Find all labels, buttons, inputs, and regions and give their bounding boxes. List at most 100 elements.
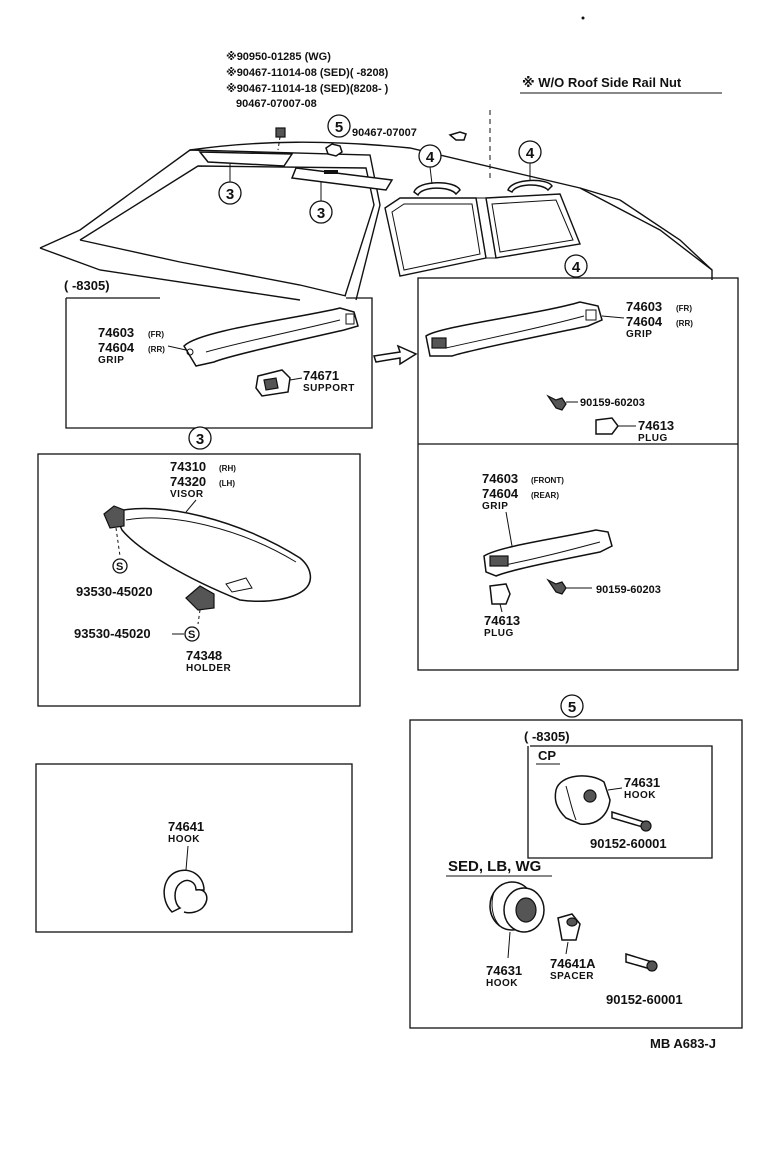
cp-label: CP: [538, 748, 556, 763]
side-window-front-inner: [391, 203, 481, 271]
cp-hook-leader: [607, 787, 623, 791]
grip-alt-front-pn: 74603: [482, 471, 518, 486]
panel-grip-late: 74603 (FR) 74604 (RR) GRIP 90159-60203 7…: [417, 277, 739, 671]
callout-3b: 3: [309, 182, 333, 224]
visor-leader: [185, 499, 197, 513]
grip-late-frame: [417, 277, 739, 671]
visor-rh-pn: 74310: [170, 459, 206, 474]
grip-late-plug-pn: 74613: [638, 418, 674, 433]
roof-clip-leader: [277, 136, 281, 151]
panel-grip-early: ( -8305) 74603 (FR) 74604 (RR) GRIP 7467…: [64, 278, 373, 429]
grip-alt-rear-sub: (REAR): [531, 491, 559, 500]
note-line-3: ※90467-11014-18 (SED)(8208- ): [226, 83, 389, 95]
roof-grip-rear: [507, 179, 553, 194]
callout-3a-text: 3: [226, 186, 234, 203]
hook-single-part: [163, 869, 208, 914]
cp-hook-part: [554, 775, 611, 825]
hood-line: [39, 247, 301, 301]
callout-4a: 4: [418, 144, 442, 185]
holder-label: HOLDER: [186, 663, 232, 674]
hook-single-leader: [185, 845, 189, 871]
callout-3b-text: 3: [317, 205, 325, 222]
support-leader: [289, 377, 303, 381]
hook-single-frame: [35, 763, 353, 933]
visor-strip-left: [198, 151, 294, 167]
visor-frame: [37, 453, 361, 707]
holder-pn: 74348: [186, 648, 222, 663]
sed-hook-leader: [507, 931, 511, 959]
note-line-2: ※90467-11014-08 (SED)( -8208): [226, 67, 389, 79]
callout-4b-text: 4: [526, 145, 535, 162]
hook-set-date-range: ( -8305): [524, 729, 570, 744]
visor-rh-sub: (RH): [219, 464, 236, 473]
windshield-outer: [39, 149, 381, 301]
callout-3-visor: 3: [188, 426, 212, 450]
grip-early-date-range: ( -8305): [64, 278, 110, 293]
top-notes: ※90950-01285 (WG) ※90467-11014-08 (SED)(…: [226, 16, 722, 110]
spacer-leader: [565, 941, 569, 955]
side-window-rear-inner: [491, 199, 574, 253]
visor-lh-sub: (LH): [219, 479, 235, 488]
spacer-part: [557, 913, 581, 941]
visor-lh-pn: 74320: [170, 474, 206, 489]
holder-part: [185, 585, 215, 625]
s-mark-2: S: [184, 626, 200, 642]
grip-alt-part: [483, 529, 613, 577]
arrow-right-icon: [373, 344, 418, 366]
spacer-label: SPACER: [550, 971, 594, 982]
note-line-1: ※90950-01285 (WG): [226, 51, 331, 63]
visor-part: [103, 505, 312, 603]
s-mark-2-text: S: [188, 629, 195, 641]
grip-late-plug-label: PLUG: [638, 433, 668, 444]
grip-late-leader: [601, 315, 625, 319]
grip-late-fr-sub: (FR): [676, 304, 692, 313]
grip-alt-label: GRIP: [482, 501, 508, 512]
grip-early-fr-pn: 74603: [98, 325, 134, 340]
hook-single-label: HOOK: [168, 834, 200, 845]
grip-late-screw: [546, 394, 567, 411]
visor-strip-right-mark: [324, 170, 338, 174]
grip-late-part: [425, 301, 603, 357]
hook-single-pn: 74641: [168, 819, 204, 834]
panel-hook-set: ( -8305) CP 74631 HOOK 90152-60001 SED, …: [409, 719, 743, 1029]
callout-3-visor-text: 3: [196, 431, 204, 448]
visor-screw2-pn: 93530-45020: [74, 626, 151, 641]
grip-late-plug: [595, 417, 619, 435]
roof-nut: [325, 143, 343, 157]
grip-late-fr-pn: 74603: [626, 299, 662, 314]
windshield-inner: [79, 165, 375, 297]
small-bolt-icon: [448, 131, 467, 141]
grip-alt-plug-pn: 74613: [484, 613, 520, 628]
sed-hook-part: [489, 881, 545, 933]
sed-label: SED, LB, WG: [448, 858, 541, 875]
roof-edge: [189, 141, 621, 201]
roof-clip: [275, 127, 286, 138]
callout-5-top: 5: [327, 114, 351, 138]
visor-strip-right: [290, 167, 394, 191]
grip-early-rr-sub: (RR): [148, 345, 165, 354]
panel-visor: 74310 (RH) 74320 (LH) VISOR S 93530-4502…: [37, 453, 361, 707]
grip-early-part: [183, 307, 359, 367]
grip-alt-rear-pn: 74604: [482, 486, 519, 501]
speck-dot: [581, 16, 585, 20]
callout-5-panel-text: 5: [568, 699, 576, 716]
sed-screw-part: [625, 952, 658, 972]
grip-late-screw-pn: 90159-60203: [580, 397, 645, 409]
callout-4-panel-text: 4: [572, 259, 581, 276]
roof-grip-front: [413, 182, 461, 197]
b-pillar: [475, 197, 497, 259]
grip-alt-plug-leader: [499, 603, 503, 613]
legend-note: ※ W/O Roof Side Rail Nut: [522, 75, 682, 90]
cp-hook-pn: 74631: [624, 775, 660, 790]
grip-early-rr-pn: 74604: [98, 340, 135, 355]
grip-alt-front-sub: (FRONT): [531, 476, 564, 485]
grip-late-rr-pn: 74604: [626, 314, 663, 329]
support-part: [255, 369, 291, 397]
support-pn: 74671: [303, 368, 339, 383]
hook-set-frame: [409, 719, 743, 1029]
panel-grip-alt: 74603 (FRONT) 74604 (REAR) GRIP 74613 PL…: [482, 471, 661, 639]
grip-alt-screw-pn: 90159-60203: [596, 584, 661, 596]
nut-label: 90467-07007: [352, 127, 417, 139]
grip-early-frame: [65, 297, 373, 429]
